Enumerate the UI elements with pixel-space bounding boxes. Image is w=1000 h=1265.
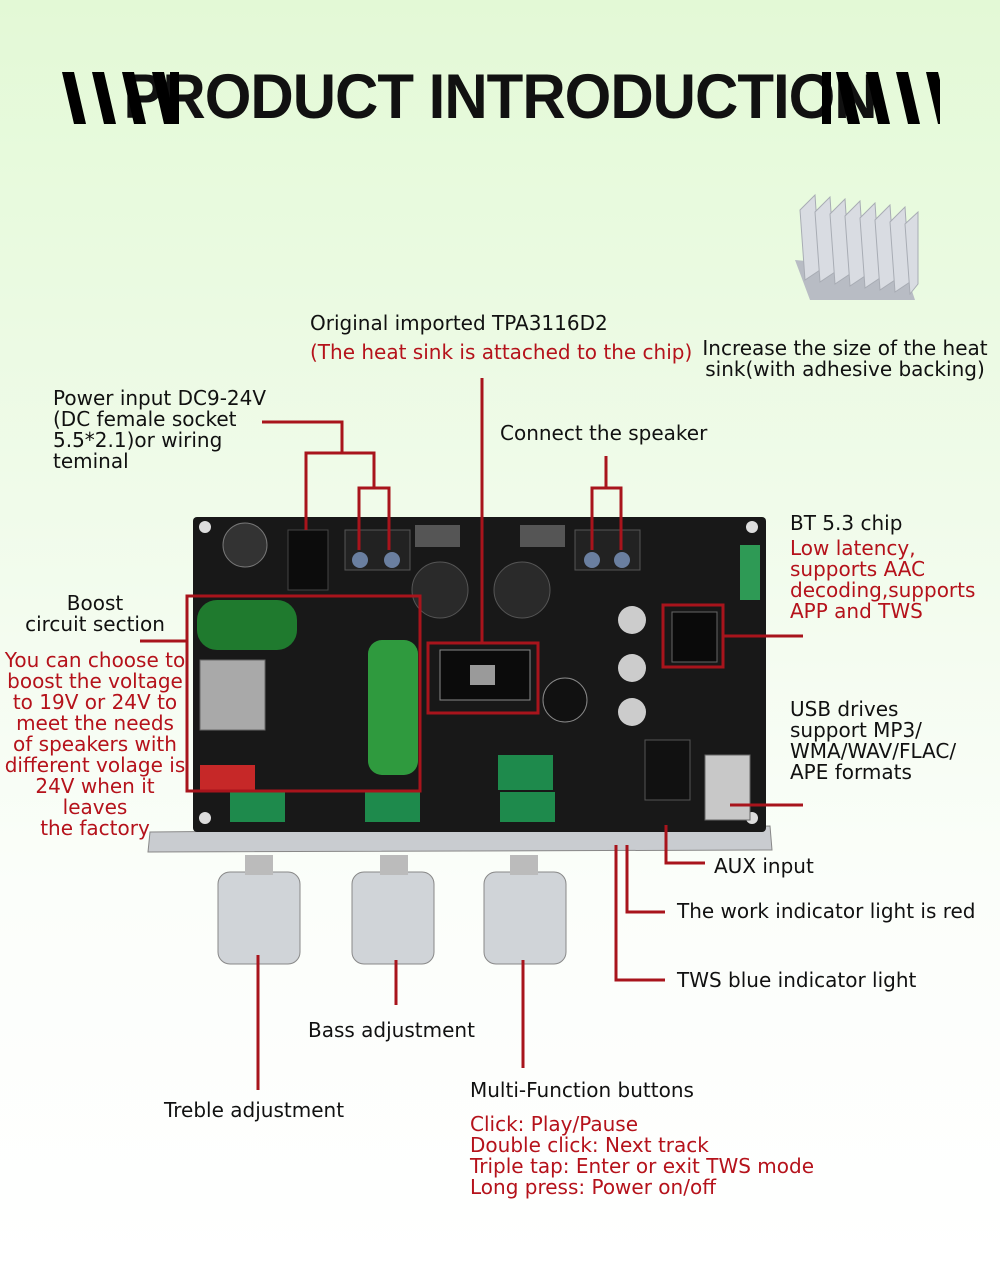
bt-title: BT 5.3 chip (790, 511, 903, 535)
chip-title: Original imported TPA3116D2 (310, 311, 608, 335)
boost-potentiometer (222, 522, 268, 568)
chip-note: (The heat sink is attached to the chip) (310, 340, 693, 364)
boost-title: Boost circuit section (25, 591, 165, 636)
bt-note: Low latency, supports AAC decoding,suppo… (790, 536, 976, 623)
speaker-label: Connect the speaker (500, 421, 708, 445)
heatsink-label: Increase the size of the heat sink(with … (702, 336, 988, 381)
bt-antenna (740, 545, 760, 600)
boost-note: You can choose to boost the voltage to 1… (4, 648, 186, 840)
aux-jack (644, 739, 691, 801)
multi-note: Click: Play/Pause Double click: Next tra… (470, 1112, 815, 1199)
bass-knob (351, 855, 435, 965)
inductor (493, 561, 551, 619)
capacitor (542, 677, 588, 723)
work-light-label: The work indicator light is red (677, 899, 976, 923)
page-title: PRODUCT INTRODUCTION (123, 61, 877, 132)
boost-capacitor (197, 600, 297, 650)
title-stripes-right (822, 72, 940, 124)
tws-light-label: TWS blue indicator light (677, 968, 917, 992)
usb-port (704, 754, 751, 821)
usb-label: USB drives support MP3/ WMA/WAV/FLAC/ AP… (790, 697, 957, 784)
treble-knob (217, 855, 301, 965)
treble-label: Treble adjustment (164, 1098, 345, 1122)
boost-inductor (199, 659, 266, 731)
power-label: Power input DC9-24V (DC female socket 5.… (53, 386, 267, 473)
multi-title: Multi-Function buttons (470, 1078, 694, 1102)
inductor (411, 561, 469, 619)
dip-switch (200, 765, 255, 790)
dc-socket (287, 529, 329, 591)
aux-label: AUX input (714, 854, 814, 878)
filter-capacitor (368, 640, 418, 775)
multi-function-knob (483, 855, 567, 965)
bass-label: Bass adjustment (308, 1018, 475, 1042)
bt-chip (671, 611, 718, 663)
speaker-terminal (574, 529, 641, 571)
title-stripes-left (62, 72, 179, 124)
callout-lines (140, 378, 803, 1090)
heatsink-image (795, 193, 919, 300)
